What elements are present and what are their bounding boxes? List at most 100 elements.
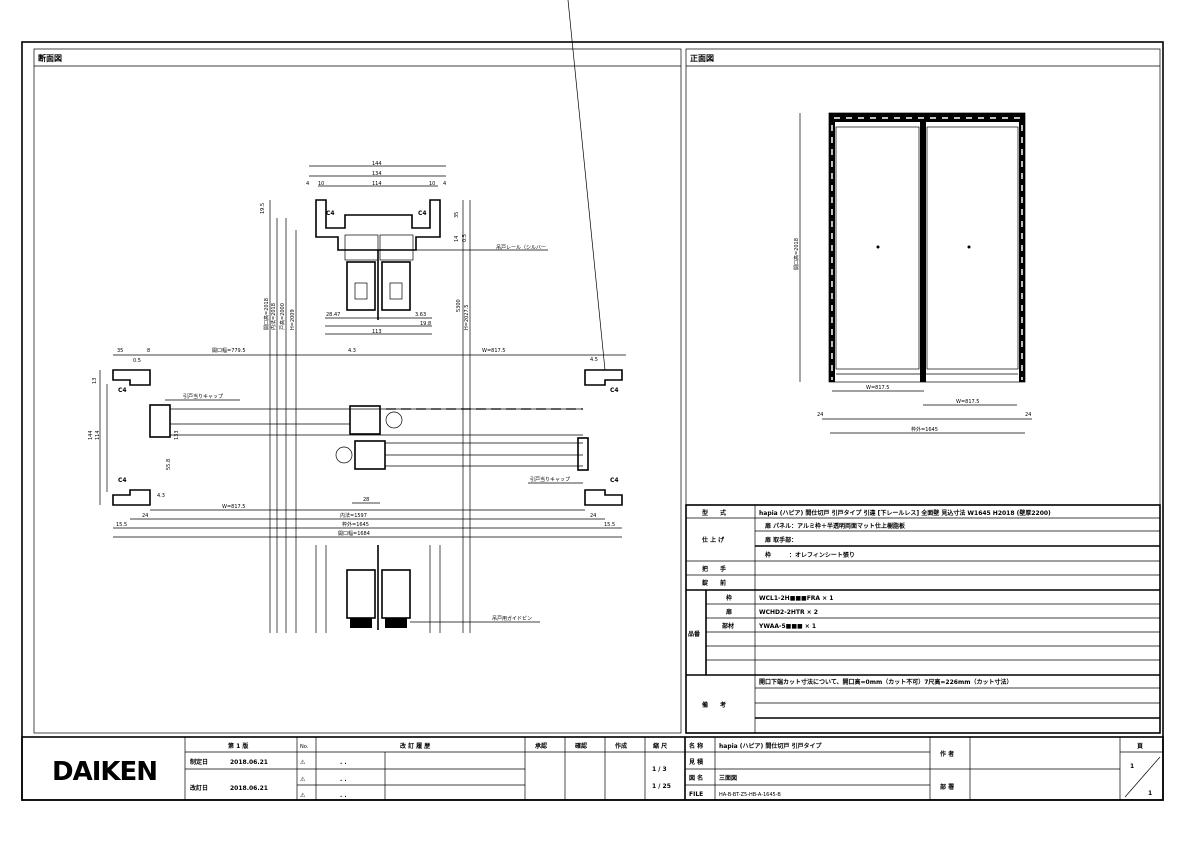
svg-text:引戸当りキャップ: 引戸当りキャップ	[530, 476, 570, 483]
door-handle-icon	[967, 245, 971, 249]
svg-text:13: 13	[92, 378, 98, 384]
revision-triangle-icon: ⚠	[300, 759, 306, 766]
svg-text:部 署: 部 署	[940, 783, 954, 791]
svg-text:C4: C4	[326, 210, 335, 217]
svg-text:H=2009: H=2009	[290, 309, 296, 330]
svg-text:開口下端カット寸法について、開口高=0mm（カット不可）7尺: 開口下端カット寸法について、開口高=0mm（カット不可）7尺高=226mm（カッ…	[759, 678, 1012, 686]
svg-text:名 称: 名 称	[689, 742, 703, 750]
svg-text:備 考: 備 考	[702, 701, 726, 709]
svg-text:C4: C4	[610, 387, 619, 394]
svg-text:部材: 部材	[722, 622, 734, 630]
svg-text:内法=2018: 内法=2018	[270, 303, 277, 330]
svg-text:FILE: FILE	[689, 791, 703, 798]
svg-text:W=817.5: W=817.5	[482, 348, 505, 354]
svg-text:W=817.5: W=817.5	[222, 504, 245, 510]
svg-text:見 積: 見 積	[688, 758, 704, 766]
svg-text:C4: C4	[418, 210, 427, 217]
svg-text:15.5: 15.5	[116, 522, 127, 528]
svg-text:扉 パネル：アルミ枠＋半透明両面マット仕上樹脂板: 扉 パネル：アルミ枠＋半透明両面マット仕上樹脂板	[764, 522, 906, 530]
svg-text:枠外=1645: 枠外=1645	[911, 426, 938, 433]
svg-text:枠外=1645: 枠外=1645	[342, 521, 369, 528]
svg-text:WCL1-2H■■■FRA × 1: WCL1-2H■■■FRA × 1	[759, 595, 833, 602]
svg-text:8: 8	[147, 348, 150, 354]
svg-text:開口高=2018: 開口高=2018	[263, 298, 270, 330]
svg-text:頁: 頁	[1137, 742, 1143, 750]
revision-triangle-icon: ⚠	[300, 776, 306, 783]
svg-text:19.8: 19.8	[420, 321, 431, 327]
svg-text:35: 35	[117, 348, 123, 354]
svg-text:. .: . .	[340, 776, 347, 783]
svg-text:YWAA-5■■■ × 1: YWAA-5■■■ × 1	[758, 623, 816, 630]
svg-text:改訂日: 改訂日	[190, 784, 208, 792]
svg-text:1 / 25: 1 / 25	[652, 783, 671, 790]
svg-text:2018.06.21: 2018.06.21	[230, 785, 268, 792]
svg-text:仕 上 げ: 仕 上 げ	[701, 536, 725, 544]
svg-text:144: 144	[372, 161, 382, 167]
svg-text:4.3: 4.3	[348, 348, 356, 354]
svg-text:4: 4	[306, 181, 309, 187]
svg-text:縮 尺: 縮 尺	[653, 742, 667, 750]
title-block: DAIKEN 第 1 版 制定日 2018.06.21 改訂日 2018.06.…	[21, 736, 1164, 801]
svg-text:開口高=2018: 開口高=2018	[793, 238, 800, 270]
door-handle-icon	[876, 245, 880, 249]
svg-text:WCHD2-2HTR × 2: WCHD2-2HTR × 2	[759, 609, 818, 616]
svg-text:10: 10	[429, 181, 435, 187]
svg-text:吊戸レール（シルバー: 吊戸レール（シルバー	[496, 245, 546, 251]
svg-text:35: 35	[454, 212, 460, 218]
svg-text:W=817.5: W=817.5	[866, 385, 889, 391]
section-view-panel: 断面図 144 134 114 10 10 4 4 C4 C4 吊戸レール（シル…	[33, 0, 682, 734]
svg-text:28: 28	[363, 497, 369, 503]
svg-text:C4: C4	[118, 477, 127, 484]
sheet-border	[21, 41, 1164, 801]
sill-section-detail: 吊戸用ガイドピン	[315, 545, 540, 633]
spec-table: 型 式 hapia (ハピア) 間仕切戸 引戸タイプ 引違 [下レールレス] 全…	[685, 504, 1161, 734]
svg-text:24: 24	[1025, 412, 1031, 418]
svg-text:3.63: 3.63	[415, 312, 426, 318]
model-value: hapia (ハピア) 間仕切戸 引戸タイプ 引違 [下レールレス] 全面壁 見…	[759, 509, 1051, 517]
front-view-title: 正面図	[690, 54, 714, 63]
svg-text:144: 144	[88, 430, 94, 440]
svg-text:H=2027.5: H=2027.5	[464, 305, 470, 330]
svg-text:No.: No.	[300, 744, 309, 750]
svg-text:114: 114	[372, 181, 382, 187]
svg-text:4.3: 4.3	[157, 493, 165, 499]
svg-text:C4: C4	[118, 387, 127, 394]
head-section-detail: 144 134 114 10 10 4 4 C4 C4 吊戸レール（シルバー 2…	[260, 161, 548, 335]
svg-text:14: 14	[454, 236, 460, 242]
svg-text:24: 24	[142, 513, 148, 519]
svg-text:2018.06.21: 2018.06.21	[230, 759, 268, 766]
svg-text:C4: C4	[610, 477, 619, 484]
svg-text:134: 134	[372, 171, 382, 177]
svg-text:55.8: 55.8	[166, 459, 172, 470]
revision-triangle-icon: ⚠	[300, 792, 306, 799]
svg-text:枠 ：オレフィンシート張り: 枠 ：オレフィンシート張り	[765, 551, 855, 559]
front-view-panel: 正面図 開口高=2018 W=817.5 W=817.5 24 24 枠外=16…	[685, 48, 1161, 506]
svg-text:1 / 3: 1 / 3	[652, 766, 667, 773]
daiken-logo: DAIKEN	[52, 757, 157, 787]
svg-text:錠 前: 錠 前	[702, 579, 726, 587]
svg-text:内法=1597: 内法=1597	[340, 512, 367, 519]
svg-text:確認: 確認	[575, 742, 587, 750]
svg-text:枠: 枠	[726, 594, 732, 602]
svg-text:1: 1	[1148, 790, 1152, 797]
svg-text:4.5: 4.5	[590, 357, 598, 363]
svg-text:0.5: 0.5	[462, 234, 468, 242]
svg-text:吊戸用ガイドピン: 吊戸用ガイドピン	[492, 615, 532, 622]
svg-text:24: 24	[817, 412, 823, 418]
section-view-title: 断面図	[38, 53, 62, 63]
model-label: 型 式	[702, 509, 726, 517]
svg-text:制定日: 制定日	[190, 758, 208, 766]
svg-text:hapia (ハピア) 間仕切戸 引戸タイプ: hapia (ハピア) 間仕切戸 引戸タイプ	[719, 742, 822, 750]
svg-text:図 名: 図 名	[689, 774, 703, 782]
svg-text:扉: 扉	[725, 608, 732, 616]
svg-text:4: 4	[443, 181, 446, 187]
svg-text:133: 133	[174, 430, 180, 440]
svg-text:引戸当りキャップ: 引戸当りキャップ	[183, 393, 223, 400]
svg-text:改 訂 履 歴: 改 訂 履 歴	[400, 742, 430, 750]
svg-text:5300: 5300	[456, 299, 462, 312]
svg-text:作 者: 作 者	[940, 750, 954, 758]
svg-text:15.5: 15.5	[604, 522, 615, 528]
svg-text:開口幅=779.5: 開口幅=779.5	[212, 347, 246, 354]
svg-text:113: 113	[372, 329, 382, 335]
